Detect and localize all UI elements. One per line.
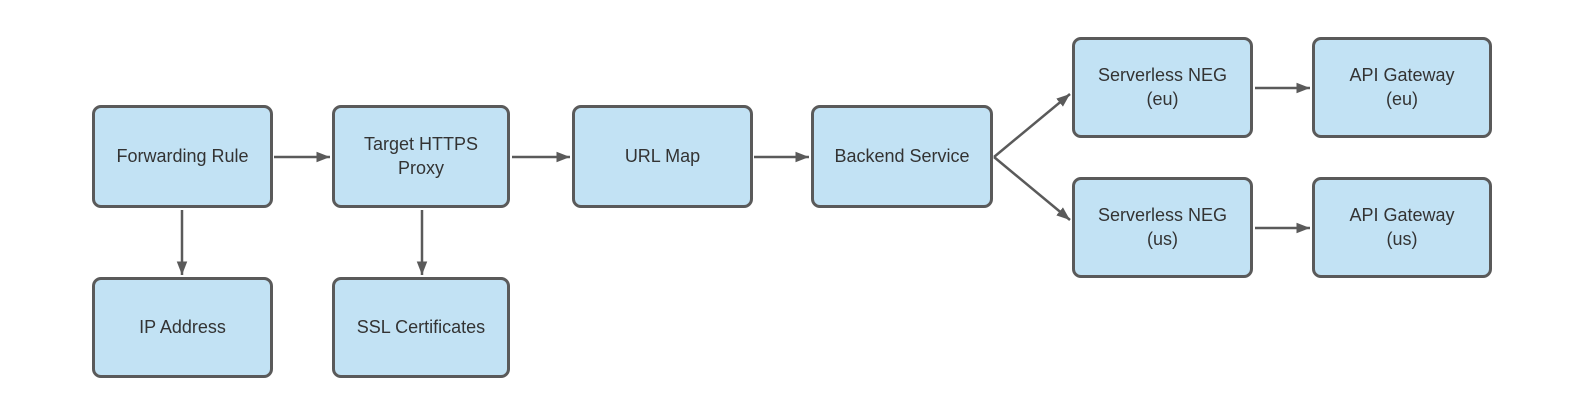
node-api-gateway-us[interactable]: API Gateway (us) (1312, 177, 1492, 278)
node-target-https-proxy[interactable]: Target HTTPS Proxy (332, 105, 510, 208)
node-label: Backend Service (834, 145, 970, 166)
node-url-map[interactable]: URL Map (572, 105, 753, 208)
edge-backend-service-to-serverless-neg-eu (993, 93, 1071, 158)
node-ssl-certificates[interactable]: SSL Certificates (332, 277, 510, 378)
edge-backend-service-to-serverless-neg-us (993, 156, 1071, 221)
node-label: Forwarding Rule (116, 145, 249, 166)
node-backend-service[interactable]: Backend Service (811, 105, 993, 208)
node-label: API Gateway (us) (1349, 205, 1455, 249)
node-forwarding-rule[interactable]: Forwarding Rule (92, 105, 273, 208)
node-label: Target HTTPS Proxy (363, 134, 479, 178)
node-serverless-neg-us[interactable]: Serverless NEG (us) (1072, 177, 1253, 278)
node-serverless-neg-eu[interactable]: Serverless NEG (eu) (1072, 37, 1253, 138)
node-label: URL Map (624, 145, 701, 166)
node-ip-address[interactable]: IP Address (92, 277, 273, 378)
node-label: API Gateway (eu) (1349, 65, 1455, 109)
node-label: Serverless NEG (eu) (1097, 65, 1228, 109)
node-label: SSL Certificates (356, 316, 486, 337)
node-label: Serverless NEG (us) (1097, 205, 1228, 249)
node-label: IP Address (139, 316, 226, 337)
node-api-gateway-eu[interactable]: API Gateway (eu) (1312, 37, 1492, 138)
